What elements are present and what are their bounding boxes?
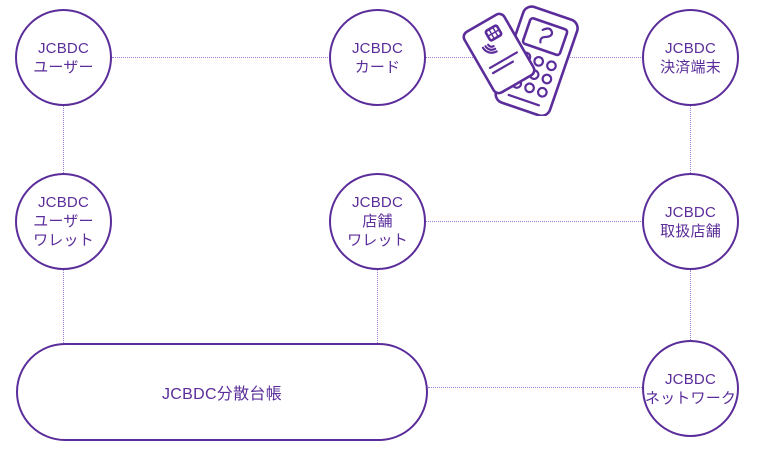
node-jcbdc-user: JCBDC ユーザー	[15, 9, 112, 106]
node-jcbdc-payment-terminal-label: JCBDC 決済端末	[660, 39, 721, 77]
node-label-line: 取扱店舗	[660, 222, 721, 240]
node-label-line: JCBDC	[351, 194, 403, 211]
connector-user-card	[112, 57, 330, 58]
connector-merchant-network	[690, 270, 691, 340]
node-label-line: JCBDC	[351, 39, 403, 57]
node-jcbdc-store-wallet-label: JCBDC 店舗 ワレット	[347, 193, 408, 250]
node-label-line: ワレット	[33, 232, 94, 249]
node-label-line: JCBDC	[664, 370, 716, 388]
node-jcbdc-distributed-ledger-label: JCBDC分散台帳	[161, 386, 283, 403]
node-label-line: カード	[354, 58, 401, 76]
node-label-line: 店舗	[362, 213, 393, 230]
node-label-line: ネットワーク	[644, 389, 737, 407]
node-label-line: ユーザー	[33, 58, 94, 76]
contactless-card-glyph	[462, 12, 536, 95]
node-jcbdc-merchant-store-label: JCBDC 取扱店舗	[660, 203, 721, 241]
node-jcbdc-user-wallet: JCBDC ユーザー ワレット	[15, 173, 112, 270]
node-jcbdc-store-wallet: JCBDC 店舗 ワレット	[329, 173, 426, 270]
connector-terminal-merchant	[690, 106, 691, 173]
node-label-line: 決済端末	[660, 58, 721, 76]
node-label-line: ワレット	[347, 232, 408, 249]
node-jcbdc-user-wallet-label: JCBDC ユーザー ワレット	[33, 193, 94, 250]
node-label-line: JCBDC	[37, 194, 89, 211]
connector-userwallet-ledger	[63, 270, 64, 343]
connector-storewallet-ledger	[377, 270, 378, 343]
connector-storewallet-merchant	[426, 221, 643, 222]
node-label-line: ユーザー	[33, 213, 94, 230]
contactless-card-and-payment-terminal-icon	[462, 5, 579, 116]
node-label-line: JCBDC	[664, 203, 716, 221]
node-jcbdc-user-label: JCBDC ユーザー	[33, 39, 94, 77]
node-label-line: JCBDC	[37, 39, 89, 57]
node-jcbdc-card: JCBDC カード	[329, 9, 426, 106]
node-jcbdc-network: JCBDC ネットワーク	[642, 340, 739, 437]
connector-user-userwallet	[63, 106, 64, 173]
node-jcbdc-network-label: JCBDC ネットワーク	[645, 370, 736, 408]
node-label-line: JCBDC	[664, 39, 716, 57]
payment-terminal-glyph	[494, 5, 579, 116]
node-jcbdc-card-label: JCBDC カード	[352, 39, 403, 77]
node-jcbdc-merchant-store: JCBDC 取扱店舗	[642, 173, 739, 270]
node-jcbdc-distributed-ledger: JCBDC分散台帳	[16, 343, 428, 441]
connector-ledger-network	[428, 387, 642, 388]
node-jcbdc-payment-terminal: JCBDC 決済端末	[642, 9, 739, 106]
